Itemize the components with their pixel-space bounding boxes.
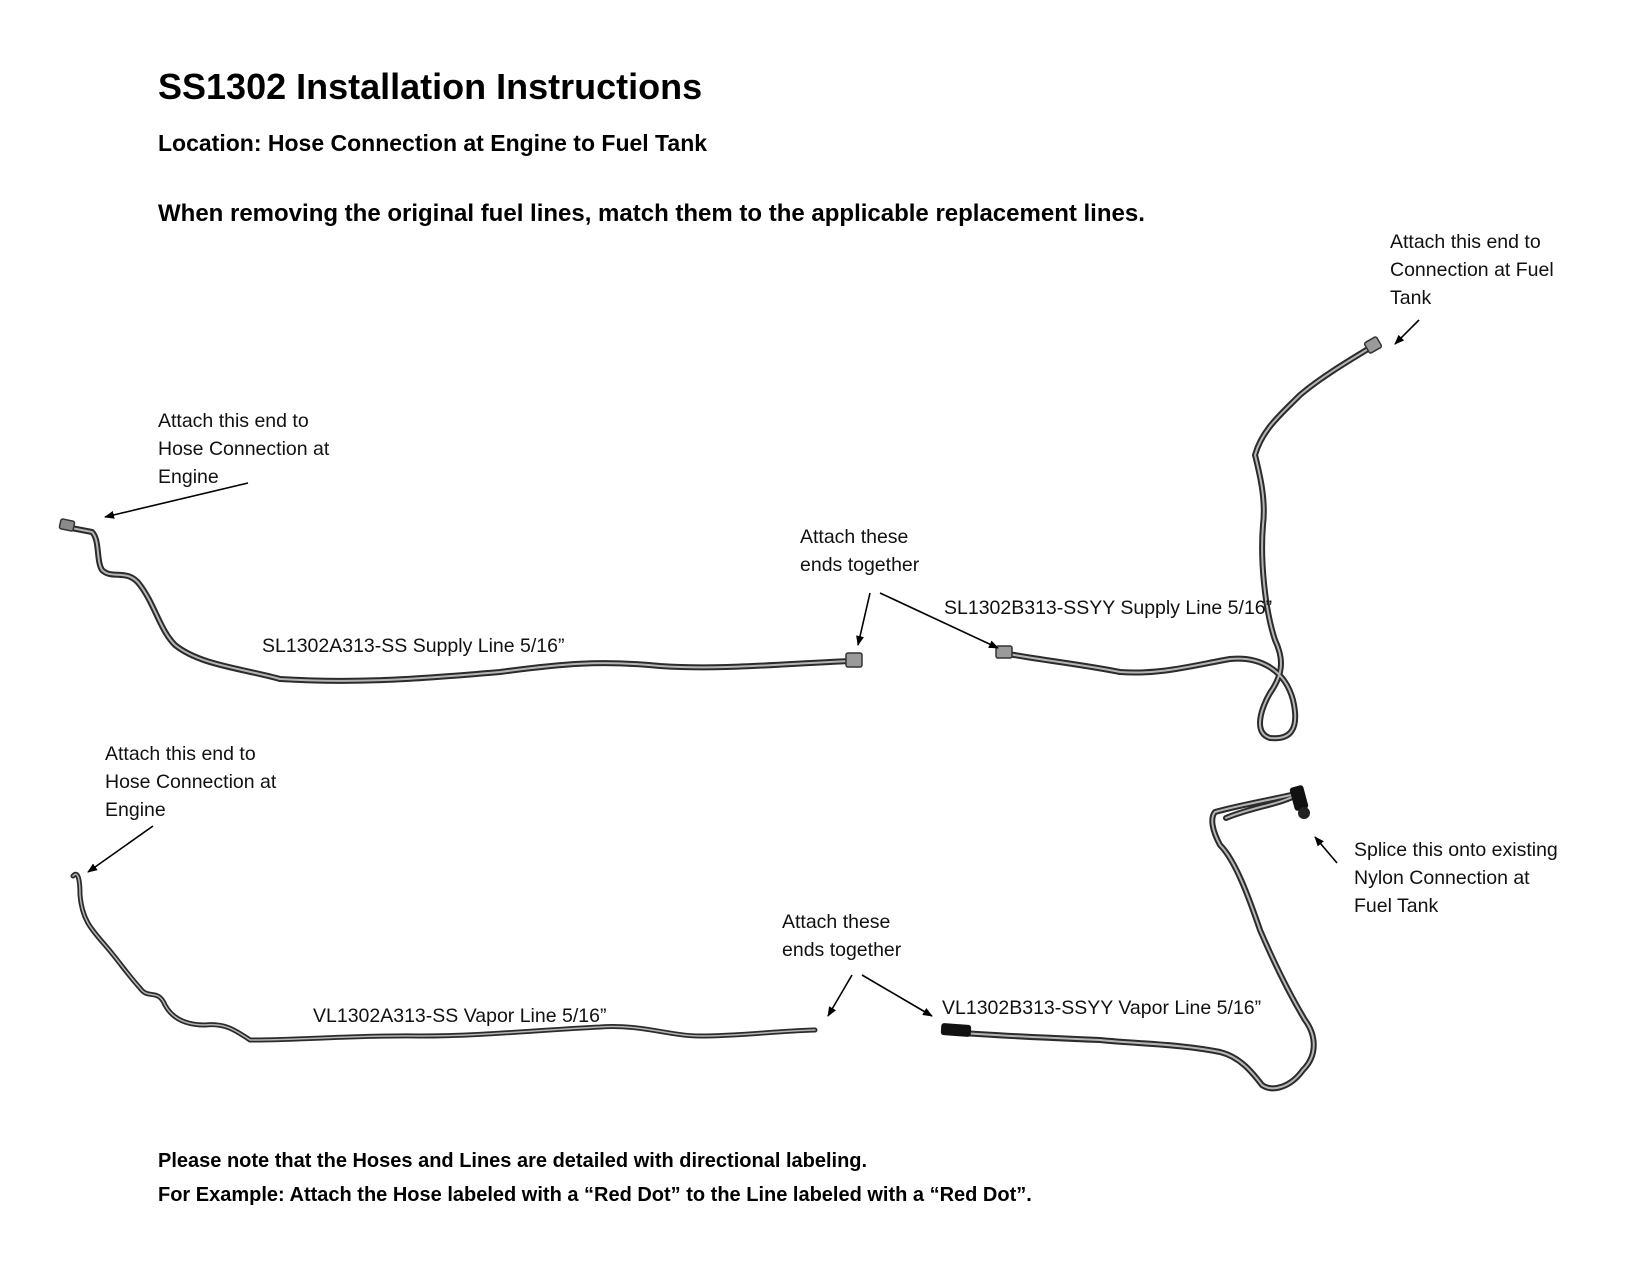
vapor-line-a-tube: [70, 871, 818, 1043]
page-title: SS1302 Installation Instructions: [158, 66, 703, 107]
supply-line-b-tube: [1000, 343, 1376, 742]
arrow-supply-together-left: [856, 592, 871, 646]
supply-line-b-fitting-tank: [1363, 336, 1383, 354]
label-vapor-line-b: VL1302B313-SSYY Vapor Line 5/16”: [942, 997, 1262, 1019]
arrow-supply-engine: [104, 482, 249, 519]
arrow-vapor-engine: [87, 825, 154, 873]
footer-line-1: Please note that the Hoses and Lines are…: [158, 1150, 868, 1172]
label-supply-line-a: SL1302A313-SS Supply Line 5/16”: [262, 635, 565, 657]
location-subtitle: Location: Hose Connection at Engine to F…: [158, 130, 708, 156]
arrow-vapor-tank: [1314, 836, 1338, 864]
supply-line-a-fitting-engine: [58, 518, 76, 532]
label-vapor-line-a: VL1302A313-SS Vapor Line 5/16”: [313, 1005, 607, 1027]
vapor-line-b-hose-tank-end: [1298, 807, 1310, 819]
label-supply-line-b: SL1302B313-SSYY Supply Line 5/16”: [944, 597, 1273, 619]
vapor-line-b-hose-tank: [1289, 785, 1309, 811]
vapor-line-b-tube: [947, 790, 1317, 1092]
footer-notes: Please note that the Hoses and Lines are…: [158, 1144, 1032, 1212]
arrow-vapor-together-left: [827, 974, 853, 1017]
arrow-vapor-together-right: [861, 974, 933, 1017]
footer-line-2: For Example: Attach the Hose labeled wit…: [158, 1184, 1032, 1206]
supply-line-a-tube: [63, 524, 853, 684]
supply-line-b-fitting-union: [995, 645, 1013, 659]
arrow-supply-together-right: [879, 592, 999, 649]
arrow-supply-tank: [1394, 319, 1420, 345]
intro-instruction: When removing the original fuel lines, m…: [158, 200, 1145, 227]
vapor-line-b-hose-union: [940, 1023, 972, 1037]
supply-line-a-fitting-union: [845, 652, 863, 668]
